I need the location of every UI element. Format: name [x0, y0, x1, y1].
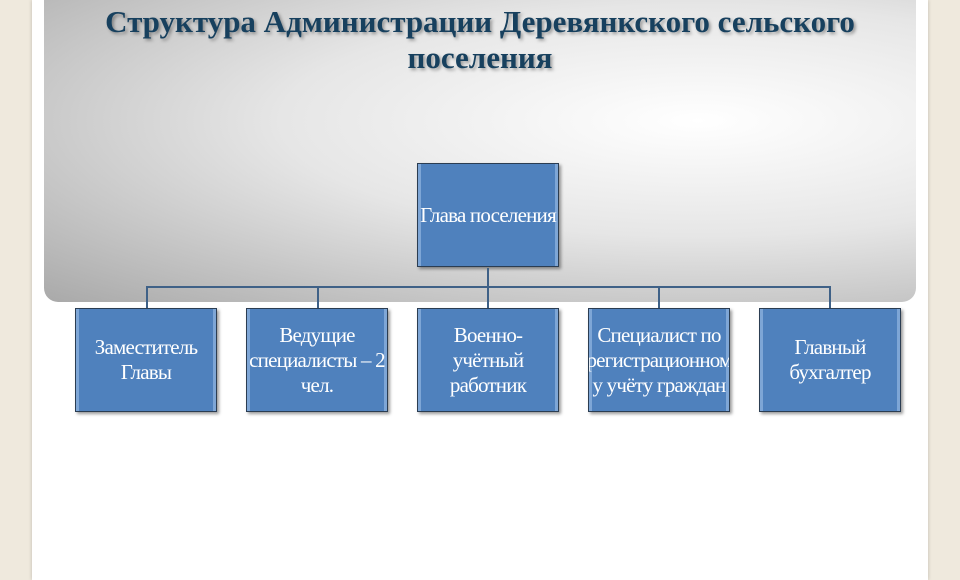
- connector-line: [487, 286, 489, 308]
- connector-line: [487, 268, 489, 288]
- connector-line: [317, 286, 319, 308]
- org-box-registration-specialist: Специалист по регистрационном у учёту гр…: [588, 308, 730, 412]
- connector-line: [829, 286, 831, 308]
- connector-line: [146, 286, 148, 308]
- connector-line: [658, 286, 660, 308]
- slide-title: Структура Администрации Деревянкского се…: [105, 4, 855, 75]
- org-box-military-registrar: Военно-учётный работник: [417, 308, 559, 412]
- org-box-deputy: Заместитель Главы: [75, 308, 217, 412]
- org-box-chief-accountant: Главный бухгалтер: [759, 308, 901, 412]
- org-box-head: Глава поселения: [417, 163, 559, 267]
- org-box-lead-specialists: Ведущие специалисты – 2 чел.: [246, 308, 388, 412]
